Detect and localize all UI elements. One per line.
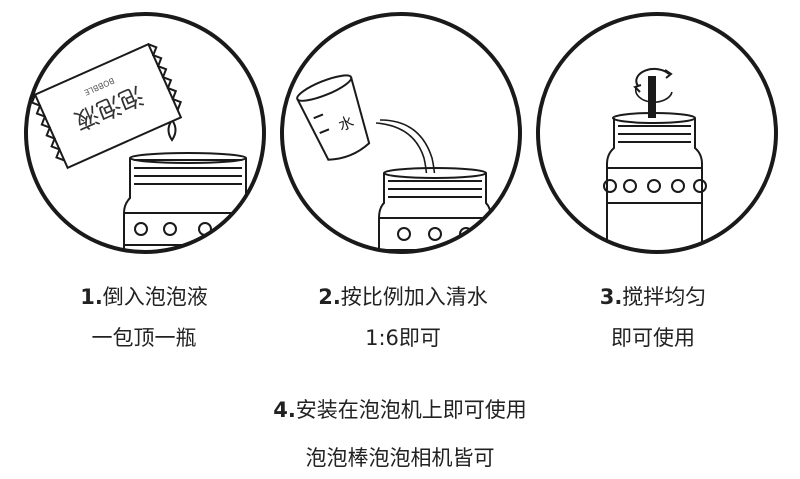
cup-label: 水 xyxy=(336,112,357,134)
step2-frame xyxy=(280,12,522,254)
step3-illustration xyxy=(532,8,782,258)
step1-caption: 1.倒入泡泡液 一包顶一瓶 xyxy=(24,287,264,349)
step1-frame xyxy=(24,12,266,254)
step3-subtitle: 即可使用 xyxy=(611,326,695,350)
step2-caption: 2.按比例加入清水 1:6即可 xyxy=(283,287,523,349)
step4-title: 安装在泡泡机上即可使用 xyxy=(295,398,527,422)
step4-subtitle: 泡泡棒泡泡相机皆可 xyxy=(305,446,495,470)
step2-illustration: 水 xyxy=(276,8,526,258)
step3-number: 3. xyxy=(599,285,623,309)
step1-title: 倒入泡泡液 xyxy=(102,285,208,309)
step2-number: 2. xyxy=(318,285,341,309)
step2-title: 按比例加入清水 xyxy=(340,285,488,309)
stir-stick xyxy=(648,76,656,122)
step1-illustration: 泡泡液 BOBBLE xyxy=(20,8,270,258)
step4-caption: 4.安装在泡泡机上即可使用 泡泡棒泡泡相机皆可 xyxy=(0,394,800,472)
step1-subtitle: 一包顶一瓶 xyxy=(91,326,197,350)
step3-caption: 3.搅拌均匀 即可使用 xyxy=(533,287,773,349)
step3-frame xyxy=(536,12,778,254)
step4-number: 4. xyxy=(273,398,296,422)
step3-title: 搅拌均匀 xyxy=(622,285,707,309)
rotate-arrows-icon xyxy=(633,67,673,103)
step1-number: 1. xyxy=(80,285,103,309)
step2-subtitle: 1:6即可 xyxy=(365,326,441,350)
